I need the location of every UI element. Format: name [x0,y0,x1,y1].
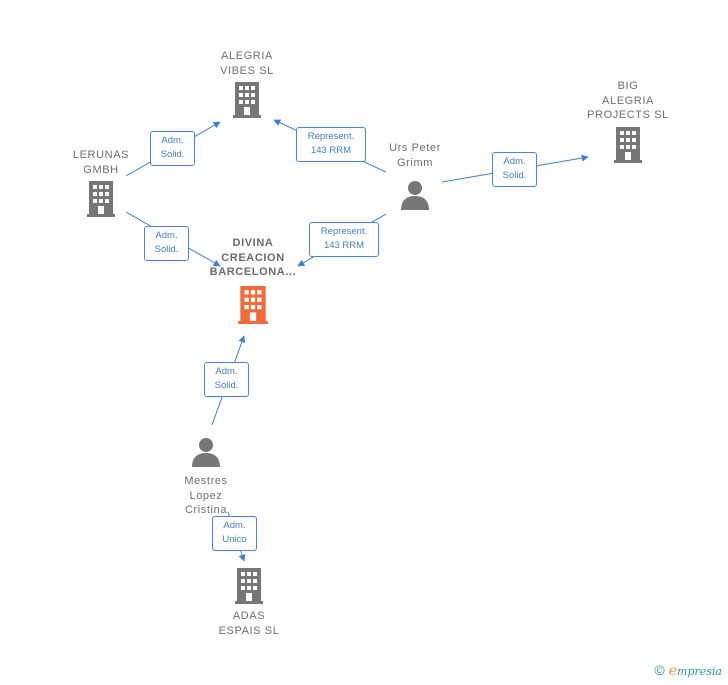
node-label: BIG ALEGRIA PROJECTS SL [587,80,669,121]
building-icon [235,568,263,604]
building-icon [87,181,115,217]
person-icon [401,181,429,210]
person-icon [192,438,220,467]
node-label: ADAS ESPAIS SL [218,610,280,637]
edge-label-urs-divina[interactable]: Represent. 143 RRM [309,222,379,257]
node-divina-creacion[interactable]: DIVINA CREACION BARCELONA... [196,236,310,324]
edge-label-mestres-adas[interactable]: Adm. Unico [212,516,257,551]
building-icon [233,82,261,118]
brand-logo-text: mpresia [677,665,722,678]
node-big-alegria-projects[interactable]: BIG ALEGRIA PROJECTS SL [574,79,682,163]
node-alegria-vibes[interactable]: ALEGRIA VIBES SL [196,49,298,118]
edge-label-mestres-divina[interactable]: Adm. Solid. [204,362,249,397]
edge-label-urs-big[interactable]: Adm. Solid. [492,152,537,187]
node-label: DIVINA CREACION BARCELONA... [209,237,297,278]
node-label: Mestres Lopez Cristina [184,475,228,516]
building-icon [238,285,268,324]
edge-label-lerunas-alegria[interactable]: Adm. Solid. [150,131,195,166]
edge-label-urs-alegria[interactable]: Represent. 143 RRM [296,127,366,162]
node-lerunas-gmbh[interactable]: LERUNAS GMBH [56,148,146,217]
empresia-watermark: ©empresia [654,662,722,679]
node-mestres-lopez-cristina[interactable]: Mestres Lopez Cristina [165,437,247,518]
node-label: ALEGRIA VIBES SL [220,50,274,77]
node-urs-peter-grimm[interactable]: Urs Peter Grimm [370,141,460,210]
node-label: LERUNAS GMBH [72,149,130,176]
building-icon [614,126,642,163]
node-adas-espais[interactable]: ADAS ESPAIS SL [206,568,292,638]
node-label: Urs Peter Grimm [389,142,441,169]
brand-logo-e: e [668,663,678,679]
copyright-icon: © [654,662,665,678]
edge-label-lerunas-divina[interactable]: Adm. Solid. [144,226,189,261]
